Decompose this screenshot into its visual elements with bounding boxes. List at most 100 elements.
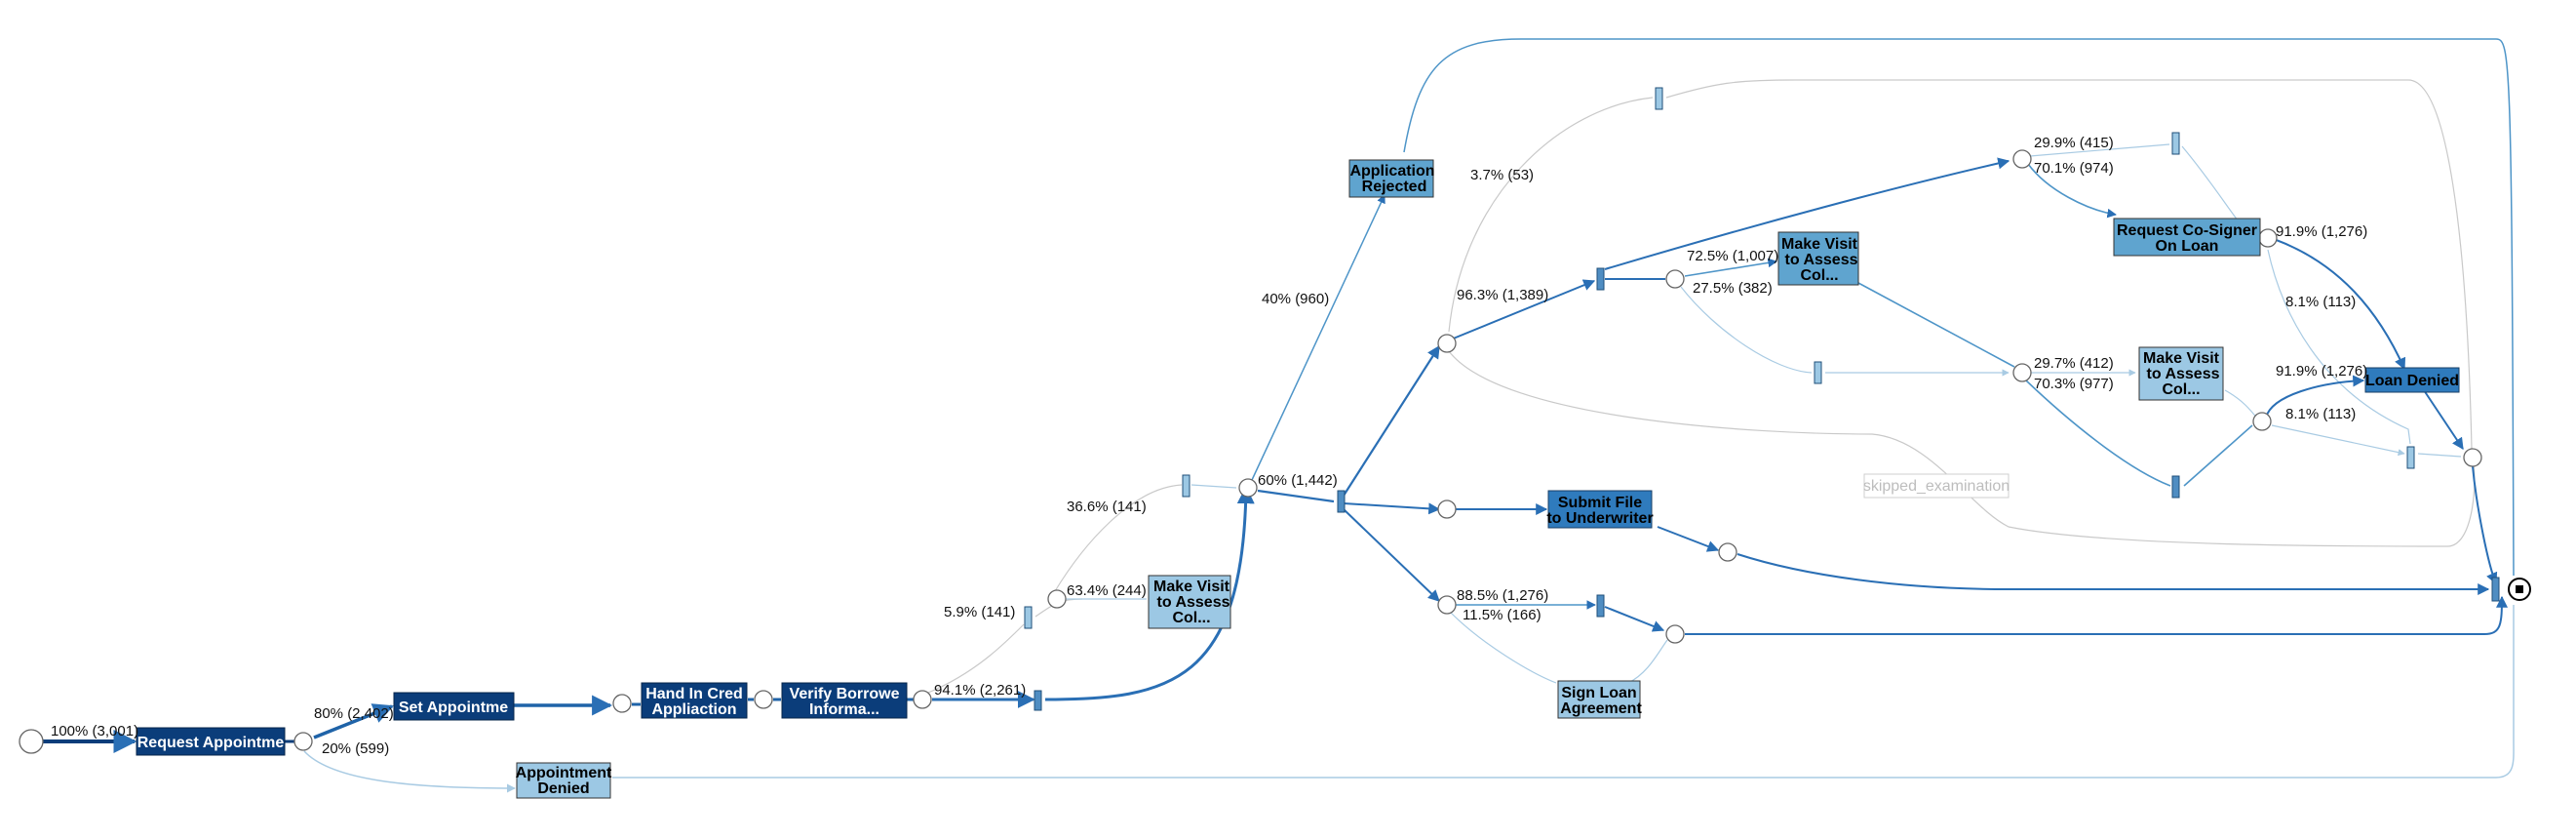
bar-visit3[interactable] bbox=[2171, 475, 2180, 499]
hand-in-credit-label-1: Hand In Cred bbox=[645, 686, 743, 702]
activity-skipped-examination[interactable]: skipped_examination bbox=[1863, 473, 2010, 499]
gateway-sign-after[interactable] bbox=[1665, 624, 1685, 644]
edge-join-rejected[interactable] bbox=[1251, 194, 1386, 481]
activity-hand-in-credit[interactable]: Hand In Cred Appliaction bbox=[641, 682, 748, 719]
gateway-sign[interactable] bbox=[1437, 595, 1457, 615]
activity-application-rejected[interactable]: Application Rejected bbox=[1348, 159, 1435, 198]
edge-visit2gw-visit2[interactable] bbox=[1684, 258, 1777, 277]
gateway-visit1[interactable] bbox=[1047, 589, 1067, 609]
edge-cosigngw2-loan[interactable] bbox=[2273, 238, 2406, 371]
edge-visit2gw-bar[interactable] bbox=[1680, 286, 1813, 374]
loan-denied-label: Loan Denied bbox=[2365, 373, 2459, 389]
edge-bar-cosigngw[interactable] bbox=[1604, 157, 2010, 270]
label-loan-denied-a: 91.9% (1,276) bbox=[2276, 223, 2367, 240]
gateway-join[interactable] bbox=[1238, 478, 1258, 498]
edge-loan2gw-loan[interactable] bbox=[2265, 375, 2365, 419]
edge-skip-top-end[interactable] bbox=[1665, 79, 2473, 450]
activity-make-visit-3[interactable]: Make Visit to Assess Col... bbox=[2138, 346, 2224, 401]
bar-visit2[interactable] bbox=[1814, 361, 1822, 384]
edge-cosigngw-cosign[interactable] bbox=[2027, 163, 2117, 219]
bar-main[interactable] bbox=[1034, 690, 1042, 711]
edge-bar-loan2gw[interactable] bbox=[2183, 424, 2253, 487]
edge-split-denied[interactable] bbox=[303, 750, 516, 793]
edge-loan-endgw[interactable] bbox=[2423, 389, 2464, 450]
bar-sign[interactable] bbox=[1596, 594, 1605, 618]
gateway-cosign2[interactable] bbox=[2258, 228, 2278, 248]
edge-join-main[interactable] bbox=[1257, 489, 1335, 503]
edge-rejected-end[interactable] bbox=[1403, 38, 2515, 577]
edge-loan2gw-bar[interactable] bbox=[2271, 424, 2405, 457]
activity-make-visit-2[interactable]: Make Visit to Assess Col... bbox=[1777, 231, 1859, 286]
label-skip-b: 96.3% (1,389) bbox=[1457, 287, 1548, 303]
edge-up-join[interactable] bbox=[1190, 484, 1237, 489]
edge-verify-alt[interactable] bbox=[927, 623, 1025, 694]
bar-cosign[interactable] bbox=[2171, 132, 2180, 155]
edge-skip-top[interactable] bbox=[1448, 97, 1654, 333]
gateway-visit3[interactable] bbox=[2012, 363, 2032, 382]
make-visit-2-label-2: to Assess bbox=[1785, 252, 1858, 268]
gateway-after-verify[interactable] bbox=[913, 690, 932, 709]
edge-skip-gray[interactable] bbox=[1448, 350, 2476, 547]
edge-sign-signend[interactable] bbox=[1627, 639, 1668, 684]
label-cosign-a: 29.9% (415) bbox=[2034, 135, 2114, 151]
bar-up[interactable] bbox=[1182, 474, 1190, 498]
make-visit-1-label-1: Make Visit bbox=[1153, 579, 1230, 595]
edge-visit3gw-bar[interactable] bbox=[2025, 380, 2171, 487]
edge-split-set[interactable] bbox=[313, 703, 394, 739]
gateway-after-hand[interactable] bbox=[754, 690, 773, 709]
gateway-loan2[interactable] bbox=[2252, 412, 2272, 431]
activity-verify-borrower[interactable]: Verify Borrowe Informa... bbox=[781, 682, 908, 719]
gateway-after-set[interactable] bbox=[612, 694, 632, 713]
activity-set-appointment[interactable]: Set Appointme bbox=[393, 692, 515, 721]
end-event[interactable] bbox=[2508, 578, 2531, 601]
label-to-main: 60% (1,442) bbox=[1258, 472, 1338, 489]
edge-signgw-sign[interactable] bbox=[1450, 612, 1557, 684]
edge-gw-end-mid[interactable] bbox=[1737, 553, 2490, 595]
label-visit3-b: 70.3% (977) bbox=[2034, 376, 2114, 392]
gateway-submit[interactable] bbox=[1437, 499, 1457, 519]
edge-bar-signend[interactable] bbox=[1604, 606, 1665, 632]
edge-bar-endgw[interactable] bbox=[2417, 453, 2462, 458]
start-event[interactable] bbox=[19, 729, 44, 754]
label-start: 100% (3,001) bbox=[51, 723, 138, 739]
edge-main-signgw[interactable] bbox=[1343, 508, 1440, 602]
application-rejected-label-1: Application bbox=[1349, 163, 1434, 180]
bar-skip-top[interactable] bbox=[1655, 87, 1663, 110]
edge-main-join[interactable] bbox=[1044, 486, 1255, 701]
edge-denied-end[interactable] bbox=[612, 605, 2515, 779]
edge-skip-main[interactable] bbox=[1450, 279, 1596, 340]
label-visit2-a: 72.5% (1,007) bbox=[1687, 248, 1778, 264]
edge-signend-end[interactable] bbox=[1685, 595, 2508, 635]
edge-cosigngw-bar[interactable] bbox=[2029, 143, 2170, 157]
bar-loan-side[interactable] bbox=[2406, 446, 2415, 469]
edge-visit2-visit3gw[interactable] bbox=[1857, 282, 2015, 368]
label-skip-a: 3.7% (53) bbox=[1470, 167, 1534, 183]
activity-sign-loan[interactable]: Sign Loan Agreement bbox=[1557, 680, 1642, 719]
bar-join-main[interactable] bbox=[1337, 490, 1346, 513]
bar-skip-main[interactable] bbox=[1596, 267, 1605, 291]
gateway-submit-after[interactable] bbox=[1718, 542, 1737, 562]
activity-request-appointment[interactable]: Request Appointme bbox=[136, 727, 286, 756]
edge-endgw-end[interactable] bbox=[2472, 465, 2498, 585]
sign-loan-label-1: Sign Loan bbox=[1561, 685, 1636, 701]
edge-submit-gw[interactable] bbox=[1657, 526, 1720, 552]
gateway-end[interactable] bbox=[2463, 448, 2482, 467]
gateway-visit2[interactable] bbox=[1665, 269, 1685, 289]
gateway-after-request[interactable] bbox=[293, 732, 313, 751]
activity-make-visit-1[interactable]: Make Visit to Assess Col... bbox=[1148, 575, 1231, 629]
label-loan-denied-b: 8.1% (113) bbox=[2285, 294, 2356, 310]
edge-main-submitgw[interactable] bbox=[1343, 502, 1441, 515]
activity-appointment-denied[interactable]: Appointment Denied bbox=[516, 762, 612, 799]
activity-request-cosigner[interactable]: Request Co-Signer On Loan bbox=[2113, 218, 2261, 257]
make-visit-1-label-3: Col... bbox=[1172, 610, 1210, 626]
gateway-skip[interactable] bbox=[1437, 334, 1457, 353]
edge-gw-up[interactable] bbox=[1054, 484, 1183, 592]
activity-submit-file[interactable]: Submit File to Underwriter bbox=[1546, 490, 1654, 529]
gateway-cosign[interactable] bbox=[2012, 149, 2032, 169]
bar-alt[interactable] bbox=[1024, 606, 1033, 629]
activity-loan-denied[interactable]: Loan Denied bbox=[2364, 367, 2460, 393]
edge-cosigngw2-bar[interactable] bbox=[2267, 249, 2411, 445]
edge-visit3-loan2gw[interactable] bbox=[2224, 389, 2259, 420]
edge-main-skipgw[interactable] bbox=[1343, 344, 1440, 497]
bar-end[interactable] bbox=[2491, 577, 2500, 602]
